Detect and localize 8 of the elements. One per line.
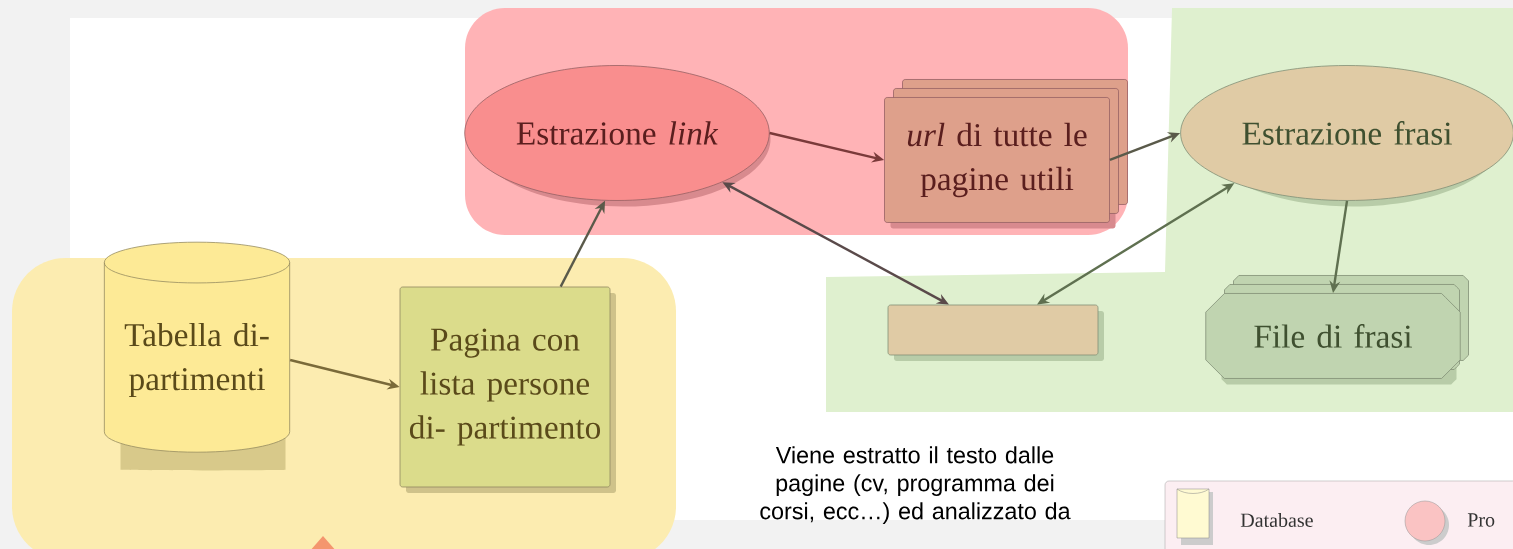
process-box: Pagina con lista persone di- partimento <box>399 286 616 493</box>
note-text: Viene estratto il testo dalle pagine (cv, programma dei corsi, ecc…) ed analizzato da <box>760 446 1071 524</box>
file-stack: File di frasi <box>1205 275 1469 385</box>
document-stack: url di tutte le pagine utili <box>884 79 1128 229</box>
legend-label: Pro <box>1467 513 1495 527</box>
database-cylinder: Tabella di- partimenti <box>103 241 291 471</box>
tool-box <box>887 304 1104 361</box>
legend-label: Database <box>1240 512 1313 527</box>
